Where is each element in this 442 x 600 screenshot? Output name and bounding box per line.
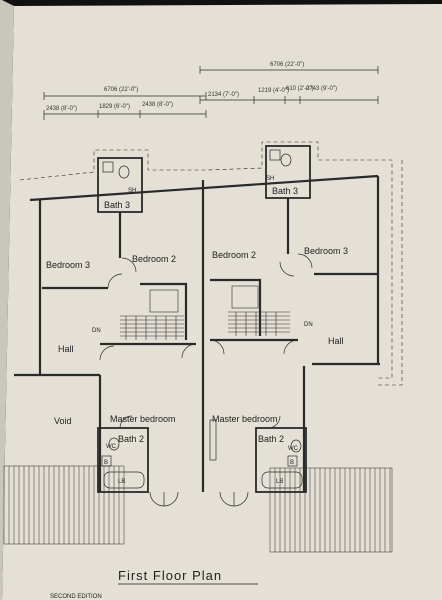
room-bath2-left: Bath 2: [118, 434, 144, 444]
dim-seg-e: 1219 (4'-0"): [258, 88, 289, 94]
label-wc-left: WC: [106, 444, 117, 450]
dim-seg-d: 2134 (7'-0"): [208, 92, 239, 98]
dim-seg-f: 610 (2'-0"): [286, 86, 314, 92]
room-bath3-left: Bath 3: [104, 200, 130, 210]
label-wc-right: WC: [288, 446, 299, 452]
label-b-left: B: [104, 460, 108, 466]
room-bedroom2-left: Bedroom 2: [132, 254, 176, 264]
label-dn-left: DN: [92, 328, 101, 334]
room-bath2-right: Bath 2: [258, 434, 284, 444]
room-hall-left: Hall: [58, 344, 74, 354]
room-bedroom2-right: Bedroom 2: [212, 250, 256, 260]
room-void: Void: [54, 416, 72, 426]
plan-title: First Floor Plan: [118, 568, 222, 583]
dim-seg-a: 2438 (8'-0"): [46, 106, 77, 112]
label-b-right: B: [290, 460, 294, 466]
label-lb-left: LB: [118, 479, 125, 485]
label-sh-left: SH: [128, 188, 136, 194]
label-sh-right: SH: [266, 176, 274, 182]
dim-left-total: 6706 (22'-0"): [104, 87, 138, 93]
label-dn-right: DN: [304, 322, 313, 328]
label-lb-right: LB: [276, 479, 283, 485]
room-bedroom3-left: Bedroom 3: [46, 260, 90, 270]
room-master-left: Master bedroom: [110, 414, 176, 424]
room-hall-right: Hall: [328, 336, 344, 346]
fixtures: [101, 149, 303, 489]
paper-sheet: [2, 4, 442, 600]
dim-seg-g: 2743 (9'-0"): [306, 86, 337, 92]
footer-text: SECOND EDITION: [50, 594, 102, 600]
stairs-right: [228, 285, 290, 336]
room-bedroom3-right: Bedroom 3: [304, 246, 348, 256]
balcony-railing-right: [269, 467, 393, 553]
door-swings: [99, 253, 313, 507]
paper-curl-shadow: [0, 0, 14, 600]
stairs-left: [120, 289, 184, 340]
dim-seg-c: 2438 (8'-0"): [142, 102, 173, 108]
dim-seg-b: 1829 (6'-0"): [99, 104, 130, 110]
room-bath3-right: Bath 3: [272, 186, 298, 196]
room-master-right: Master bedroom: [212, 414, 278, 424]
walls: [14, 141, 403, 493]
dim-right-total: 6706 (22'-0"): [270, 62, 304, 68]
dimension-lines: [43, 66, 379, 120]
